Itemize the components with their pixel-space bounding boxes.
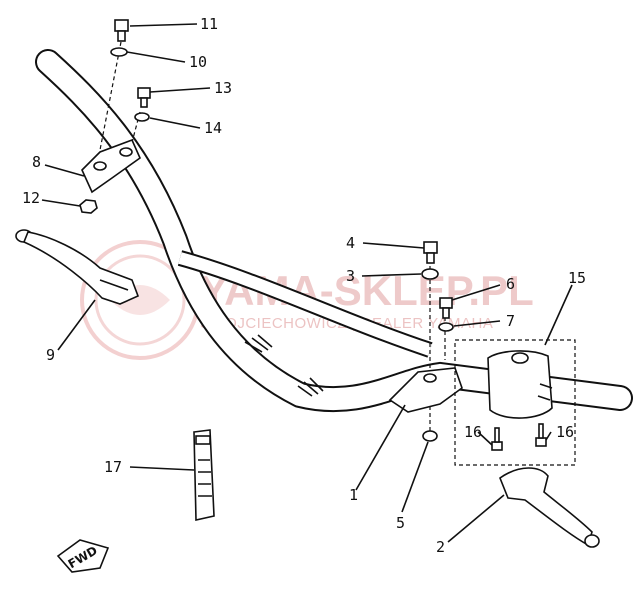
callout-11: 11 xyxy=(200,15,218,33)
lever-holder-part-15 xyxy=(487,350,553,419)
nut-part-12 xyxy=(79,199,98,214)
washer-part-3 xyxy=(421,268,439,280)
bolt-part-4 xyxy=(423,241,438,264)
leader-lines xyxy=(41,23,573,543)
cable-band-part-17 xyxy=(193,429,215,521)
callout-16-right: 16 xyxy=(556,423,574,441)
washer-part-5 xyxy=(422,430,438,442)
callout-6: 6 xyxy=(506,275,515,293)
callout-3: 3 xyxy=(346,267,355,285)
bar-band xyxy=(244,334,324,397)
washer-part-7 xyxy=(438,322,454,332)
clutch-lever-part-9 xyxy=(15,229,140,305)
upper-holder-assembly xyxy=(79,19,151,214)
callout-5: 5 xyxy=(396,514,405,532)
handlebar-holder-part-8 xyxy=(81,138,141,194)
screw-part-6 xyxy=(439,297,453,319)
callout-4: 4 xyxy=(346,234,355,252)
washer-part-14 xyxy=(134,112,150,122)
callout-8: 8 xyxy=(32,153,41,171)
callout-2: 2 xyxy=(436,538,445,556)
callout-7: 7 xyxy=(506,312,515,330)
screw-part-16-left xyxy=(491,427,503,451)
brake-lever-part-2 xyxy=(499,467,600,548)
callout-17: 17 xyxy=(104,458,122,476)
forward-direction-indicator: FWD xyxy=(56,539,110,573)
watermark-logo-inner-ring xyxy=(94,254,186,346)
callout-14: 14 xyxy=(204,119,222,137)
screw-part-16-right xyxy=(535,423,547,447)
callout-13: 13 xyxy=(214,79,232,97)
callout-9: 9 xyxy=(46,346,55,364)
clamp-part-1 xyxy=(388,367,463,413)
bolt-part-11 xyxy=(114,19,129,42)
right-switch-assembly xyxy=(438,297,600,548)
lower-holder-assembly xyxy=(388,241,463,442)
callout-1: 1 xyxy=(349,486,358,504)
bolt-part-13 xyxy=(137,87,151,108)
callout-10: 10 xyxy=(189,53,207,71)
callout-16-left: 16 xyxy=(464,423,482,441)
callout-12: 12 xyxy=(22,189,40,207)
washer-part-10 xyxy=(110,47,128,57)
callout-15: 15 xyxy=(568,269,586,287)
handlebar xyxy=(35,49,633,413)
callouts: 11 10 13 14 8 12 9 4 3 6 7 15 16 16 1 5 … xyxy=(22,15,586,556)
